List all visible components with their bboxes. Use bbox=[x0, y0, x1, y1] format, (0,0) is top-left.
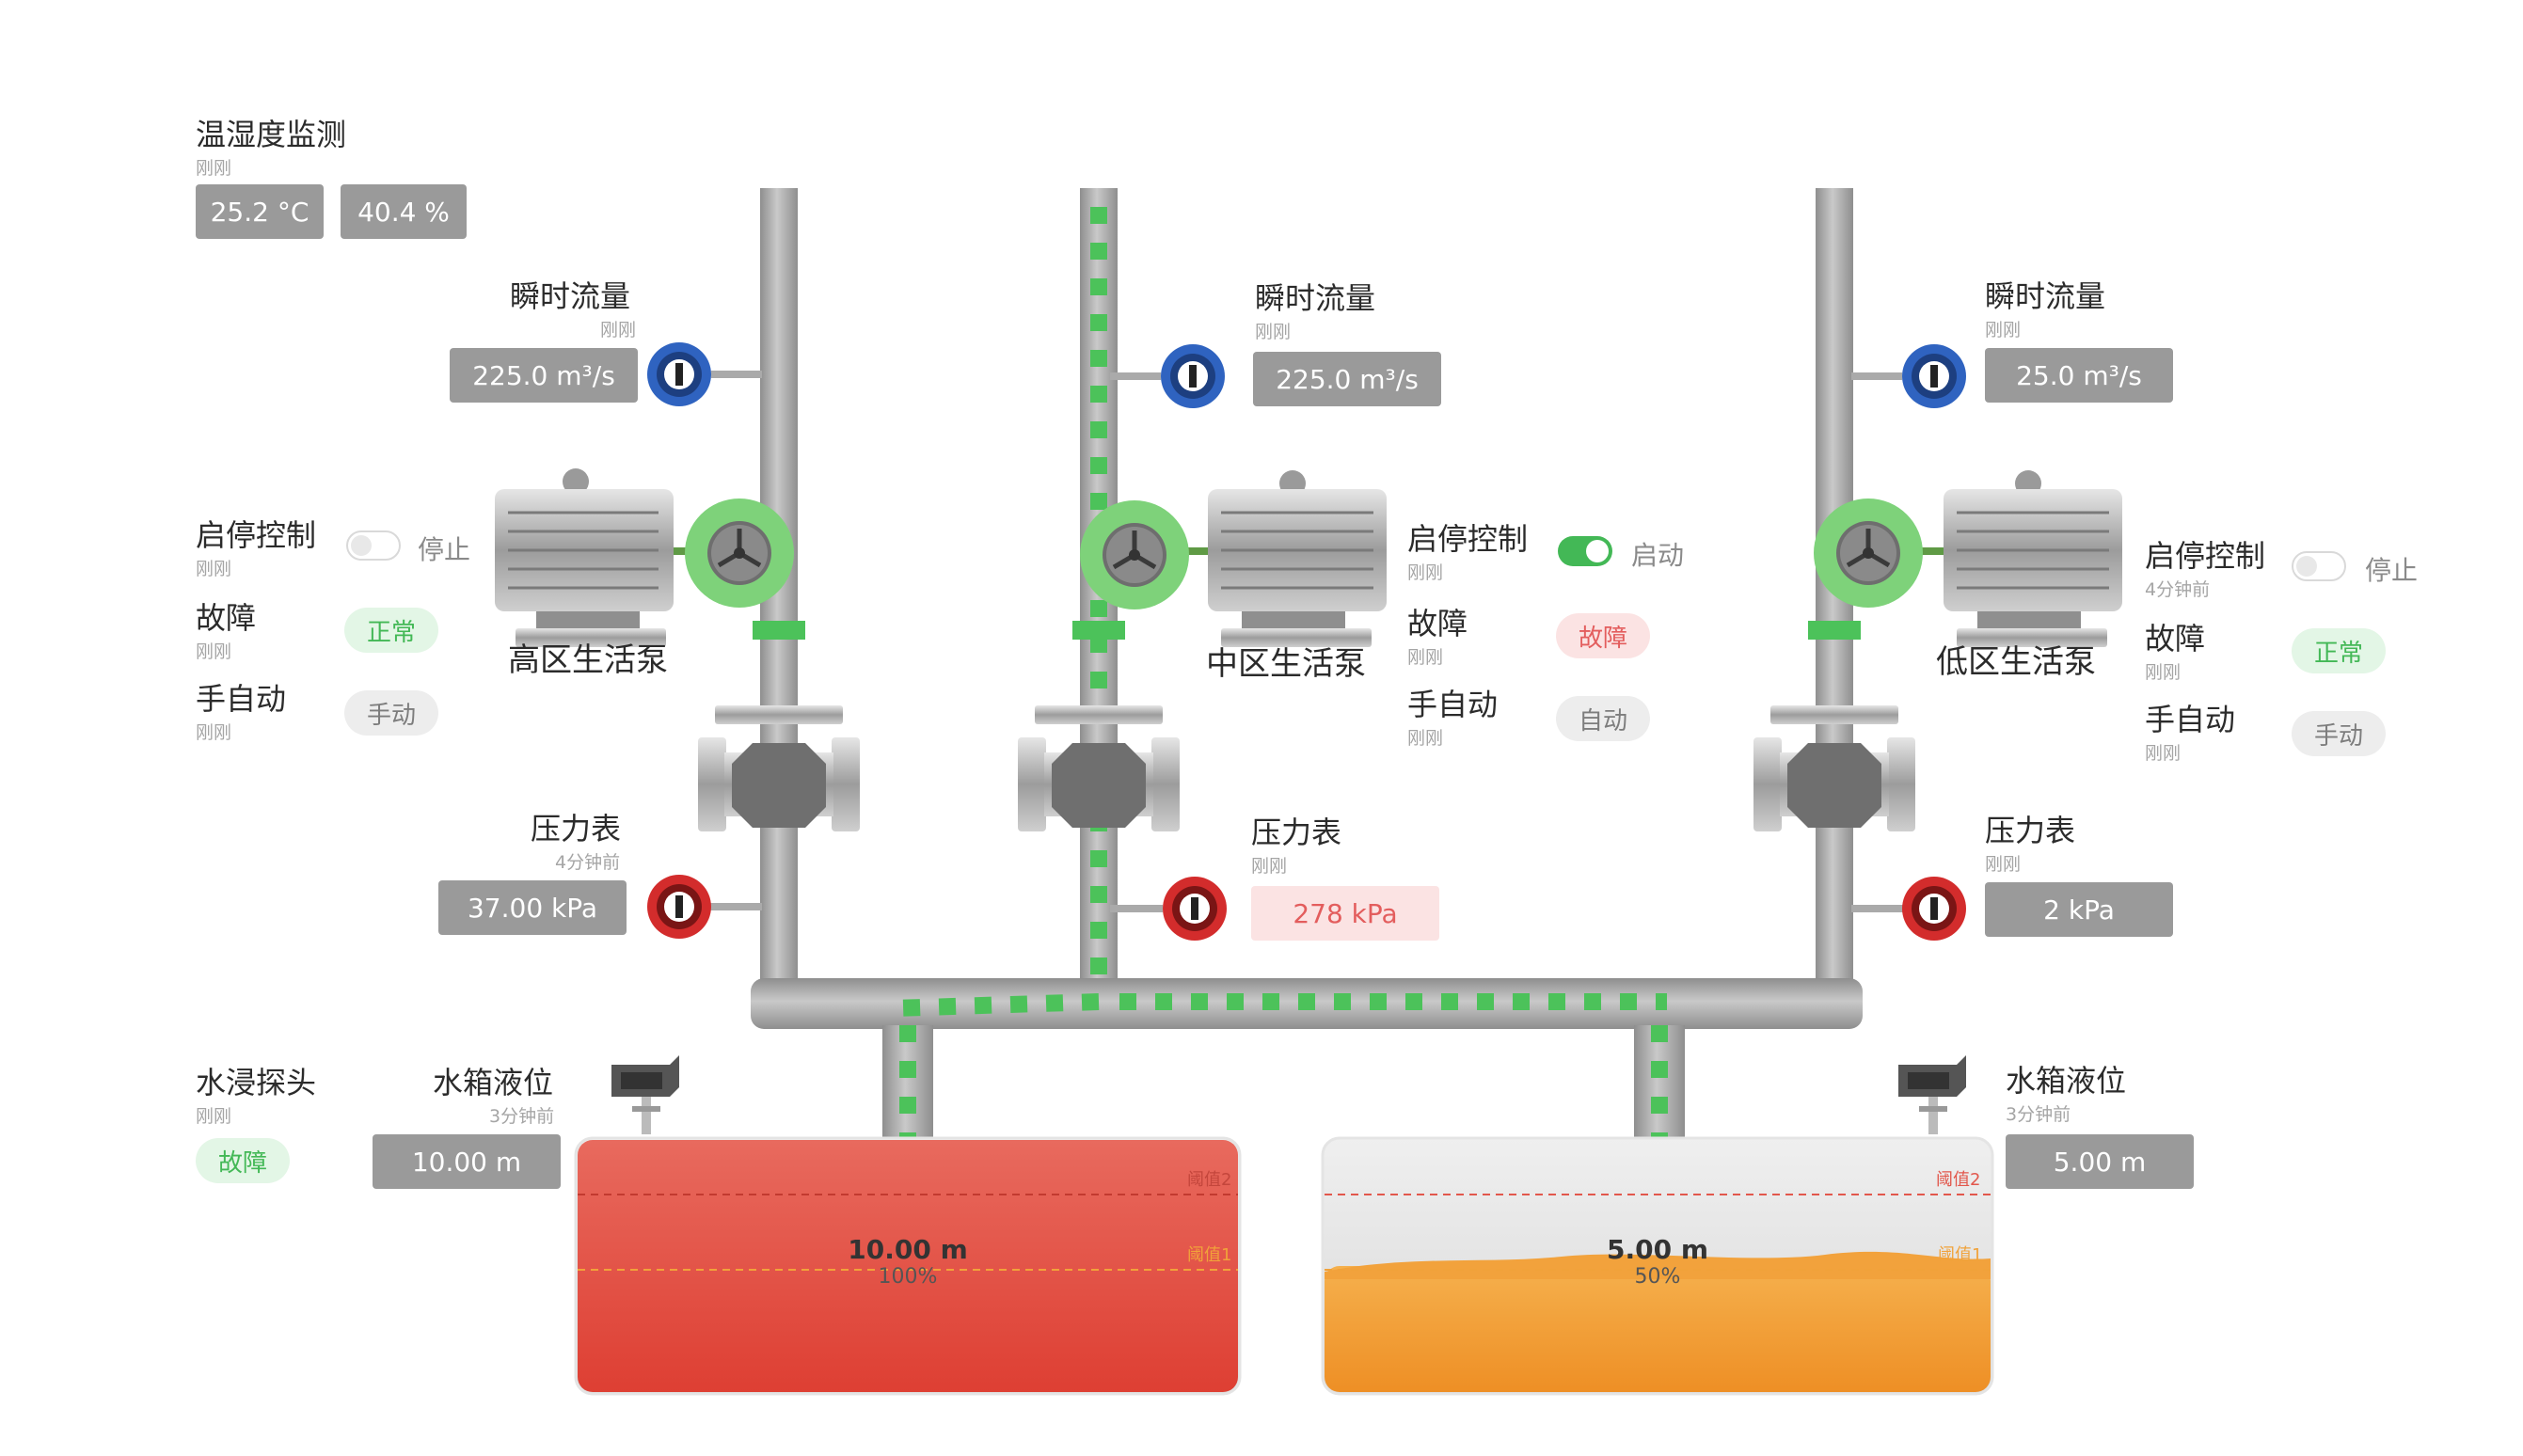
flood-title: 水浸探头 bbox=[196, 1065, 317, 1100]
tank-left-water bbox=[578, 1140, 1238, 1392]
tank-right-value-wrap: 5.00 m 50% bbox=[1563, 1234, 1752, 1289]
humidity-value: 40.4 % bbox=[341, 184, 467, 239]
pressure-value-high: 37.00 kPa bbox=[438, 880, 627, 935]
tank-level-title-left: 水箱液位 bbox=[433, 1065, 554, 1100]
tank-right-percent: 50% bbox=[1634, 1265, 1681, 1289]
flow-value-mid: 225.0 m³/s bbox=[1253, 352, 1441, 406]
pipe-tank1-inlet bbox=[882, 1025, 933, 1140]
flowmeter-mid bbox=[1110, 344, 1225, 408]
pressure-gauge-high bbox=[647, 875, 762, 939]
mode-status-mid: 自动 bbox=[1556, 696, 1650, 741]
fault-time-mid: 刚刚 bbox=[1407, 647, 1444, 668]
tank-level-time-right: 3分钟前 bbox=[2006, 1104, 2071, 1125]
tank-right-water bbox=[1325, 1266, 1991, 1392]
pump-mid bbox=[1072, 470, 1387, 647]
control-state-mid: 启动 bbox=[1631, 540, 1685, 571]
fault-title-low: 故障 bbox=[2145, 621, 2206, 657]
pipe-tank2-inlet bbox=[1634, 1025, 1685, 1140]
tank-right-threshold2: 阈值2 bbox=[1936, 1170, 1981, 1190]
flow-title-mid: 瞬时流量 bbox=[1255, 280, 1376, 316]
tank-left bbox=[574, 1136, 1242, 1396]
flow-title-high: 瞬时流量 bbox=[510, 278, 631, 314]
tank-left-threshold1: 阈值1 bbox=[1187, 1245, 1232, 1265]
pump-name-mid: 中区生活泵 bbox=[1206, 645, 1366, 683]
mode-time-high: 刚刚 bbox=[196, 722, 232, 743]
flood-status: 故障 bbox=[196, 1138, 290, 1183]
control-title-high: 启停控制 bbox=[196, 517, 317, 553]
control-state-low: 停止 bbox=[2365, 555, 2419, 586]
tank-level-title-right: 水箱液位 bbox=[2006, 1063, 2127, 1099]
mode-title-low: 手自动 bbox=[2145, 702, 2236, 737]
tank-level-value-left: 10.00 m bbox=[373, 1134, 561, 1189]
control-time-low: 4分钟前 bbox=[2145, 579, 2211, 600]
pipe-high bbox=[760, 188, 798, 1016]
flow-time-high: 刚刚 bbox=[600, 320, 637, 340]
mode-status-high: 手动 bbox=[344, 690, 438, 736]
tank-left-threshold2: 阈值2 bbox=[1187, 1170, 1232, 1190]
valve-mid bbox=[1018, 705, 1180, 831]
tank-left-value: 10.00 m bbox=[848, 1234, 968, 1265]
pressure-value-mid: 278 kPa bbox=[1251, 886, 1439, 941]
pressure-time-high: 4分钟前 bbox=[555, 852, 621, 873]
pressure-title-low: 压力表 bbox=[1985, 813, 2076, 848]
pump-low bbox=[1808, 470, 2122, 647]
mode-time-low: 刚刚 bbox=[2145, 743, 2182, 764]
pressure-gauge-low bbox=[1851, 877, 1966, 941]
tank-right-threshold1: 阈值1 bbox=[1938, 1245, 1983, 1265]
fault-title-high: 故障 bbox=[196, 600, 257, 636]
pressure-time-low: 刚刚 bbox=[1985, 854, 2022, 875]
flow-title-low: 瞬时流量 bbox=[1985, 278, 2106, 314]
pump-toggle-low[interactable] bbox=[2292, 551, 2346, 581]
control-time-high: 刚刚 bbox=[196, 559, 232, 579]
pump-toggle-mid[interactable] bbox=[1558, 536, 1612, 566]
mode-time-mid: 刚刚 bbox=[1407, 728, 1444, 749]
tank-right-value: 5.00 m bbox=[1606, 1234, 1708, 1265]
control-title-mid: 启停控制 bbox=[1407, 521, 1529, 557]
control-time-mid: 刚刚 bbox=[1407, 562, 1444, 583]
level-sensor-left bbox=[611, 1055, 679, 1134]
env-time: 刚刚 bbox=[196, 158, 232, 179]
pump-high bbox=[495, 468, 805, 647]
valve-high bbox=[698, 705, 860, 831]
valve-low bbox=[1753, 705, 1915, 831]
fault-title-mid: 故障 bbox=[1407, 606, 1468, 641]
control-state-high: 停止 bbox=[418, 534, 471, 565]
flow-value-low: 25.0 m³/s bbox=[1985, 348, 2173, 403]
mode-title-mid: 手自动 bbox=[1407, 687, 1499, 722]
pressure-gauge-mid bbox=[1110, 877, 1227, 941]
pump-toggle-high[interactable] bbox=[346, 530, 401, 561]
tank-left-value-wrap: 10.00 m 100% bbox=[814, 1234, 1002, 1289]
pressure-title-high: 压力表 bbox=[531, 811, 622, 847]
tank-level-time-left: 3分钟前 bbox=[489, 1106, 555, 1127]
flow-time-low: 刚刚 bbox=[1985, 320, 2022, 340]
fault-time-low: 刚刚 bbox=[2145, 662, 2182, 683]
temperature-value: 25.2 °C bbox=[196, 184, 324, 239]
env-title: 温湿度监测 bbox=[196, 117, 347, 152]
flow-value-high: 225.0 m³/s bbox=[450, 348, 638, 403]
level-sensor-right bbox=[1898, 1055, 1966, 1134]
pressure-time-mid: 刚刚 bbox=[1251, 856, 1288, 877]
pump-name-low: 低区生活泵 bbox=[1936, 643, 2096, 681]
flowmeter-low bbox=[1851, 344, 1966, 408]
pressure-value-low: 2 kPa bbox=[1985, 882, 2173, 937]
control-title-low: 启停控制 bbox=[2145, 538, 2266, 574]
fault-status-mid: 故障 bbox=[1556, 613, 1650, 658]
tank-level-value-right: 5.00 m bbox=[2006, 1134, 2194, 1189]
pump-name-high: 高区生活泵 bbox=[508, 641, 668, 679]
mode-status-low: 手动 bbox=[2292, 711, 2386, 756]
fault-time-high: 刚刚 bbox=[196, 641, 232, 662]
fault-status-high: 正常 bbox=[344, 608, 438, 653]
fault-status-low: 正常 bbox=[2292, 628, 2386, 673]
flowmeter-high bbox=[647, 342, 762, 406]
tank-right bbox=[1321, 1136, 1994, 1396]
tank-left-percent: 100% bbox=[878, 1265, 938, 1289]
flood-time: 刚刚 bbox=[196, 1106, 232, 1127]
pressure-title-mid: 压力表 bbox=[1251, 815, 1342, 850]
flow-time-mid: 刚刚 bbox=[1255, 322, 1292, 342]
mode-title-high: 手自动 bbox=[196, 681, 287, 717]
